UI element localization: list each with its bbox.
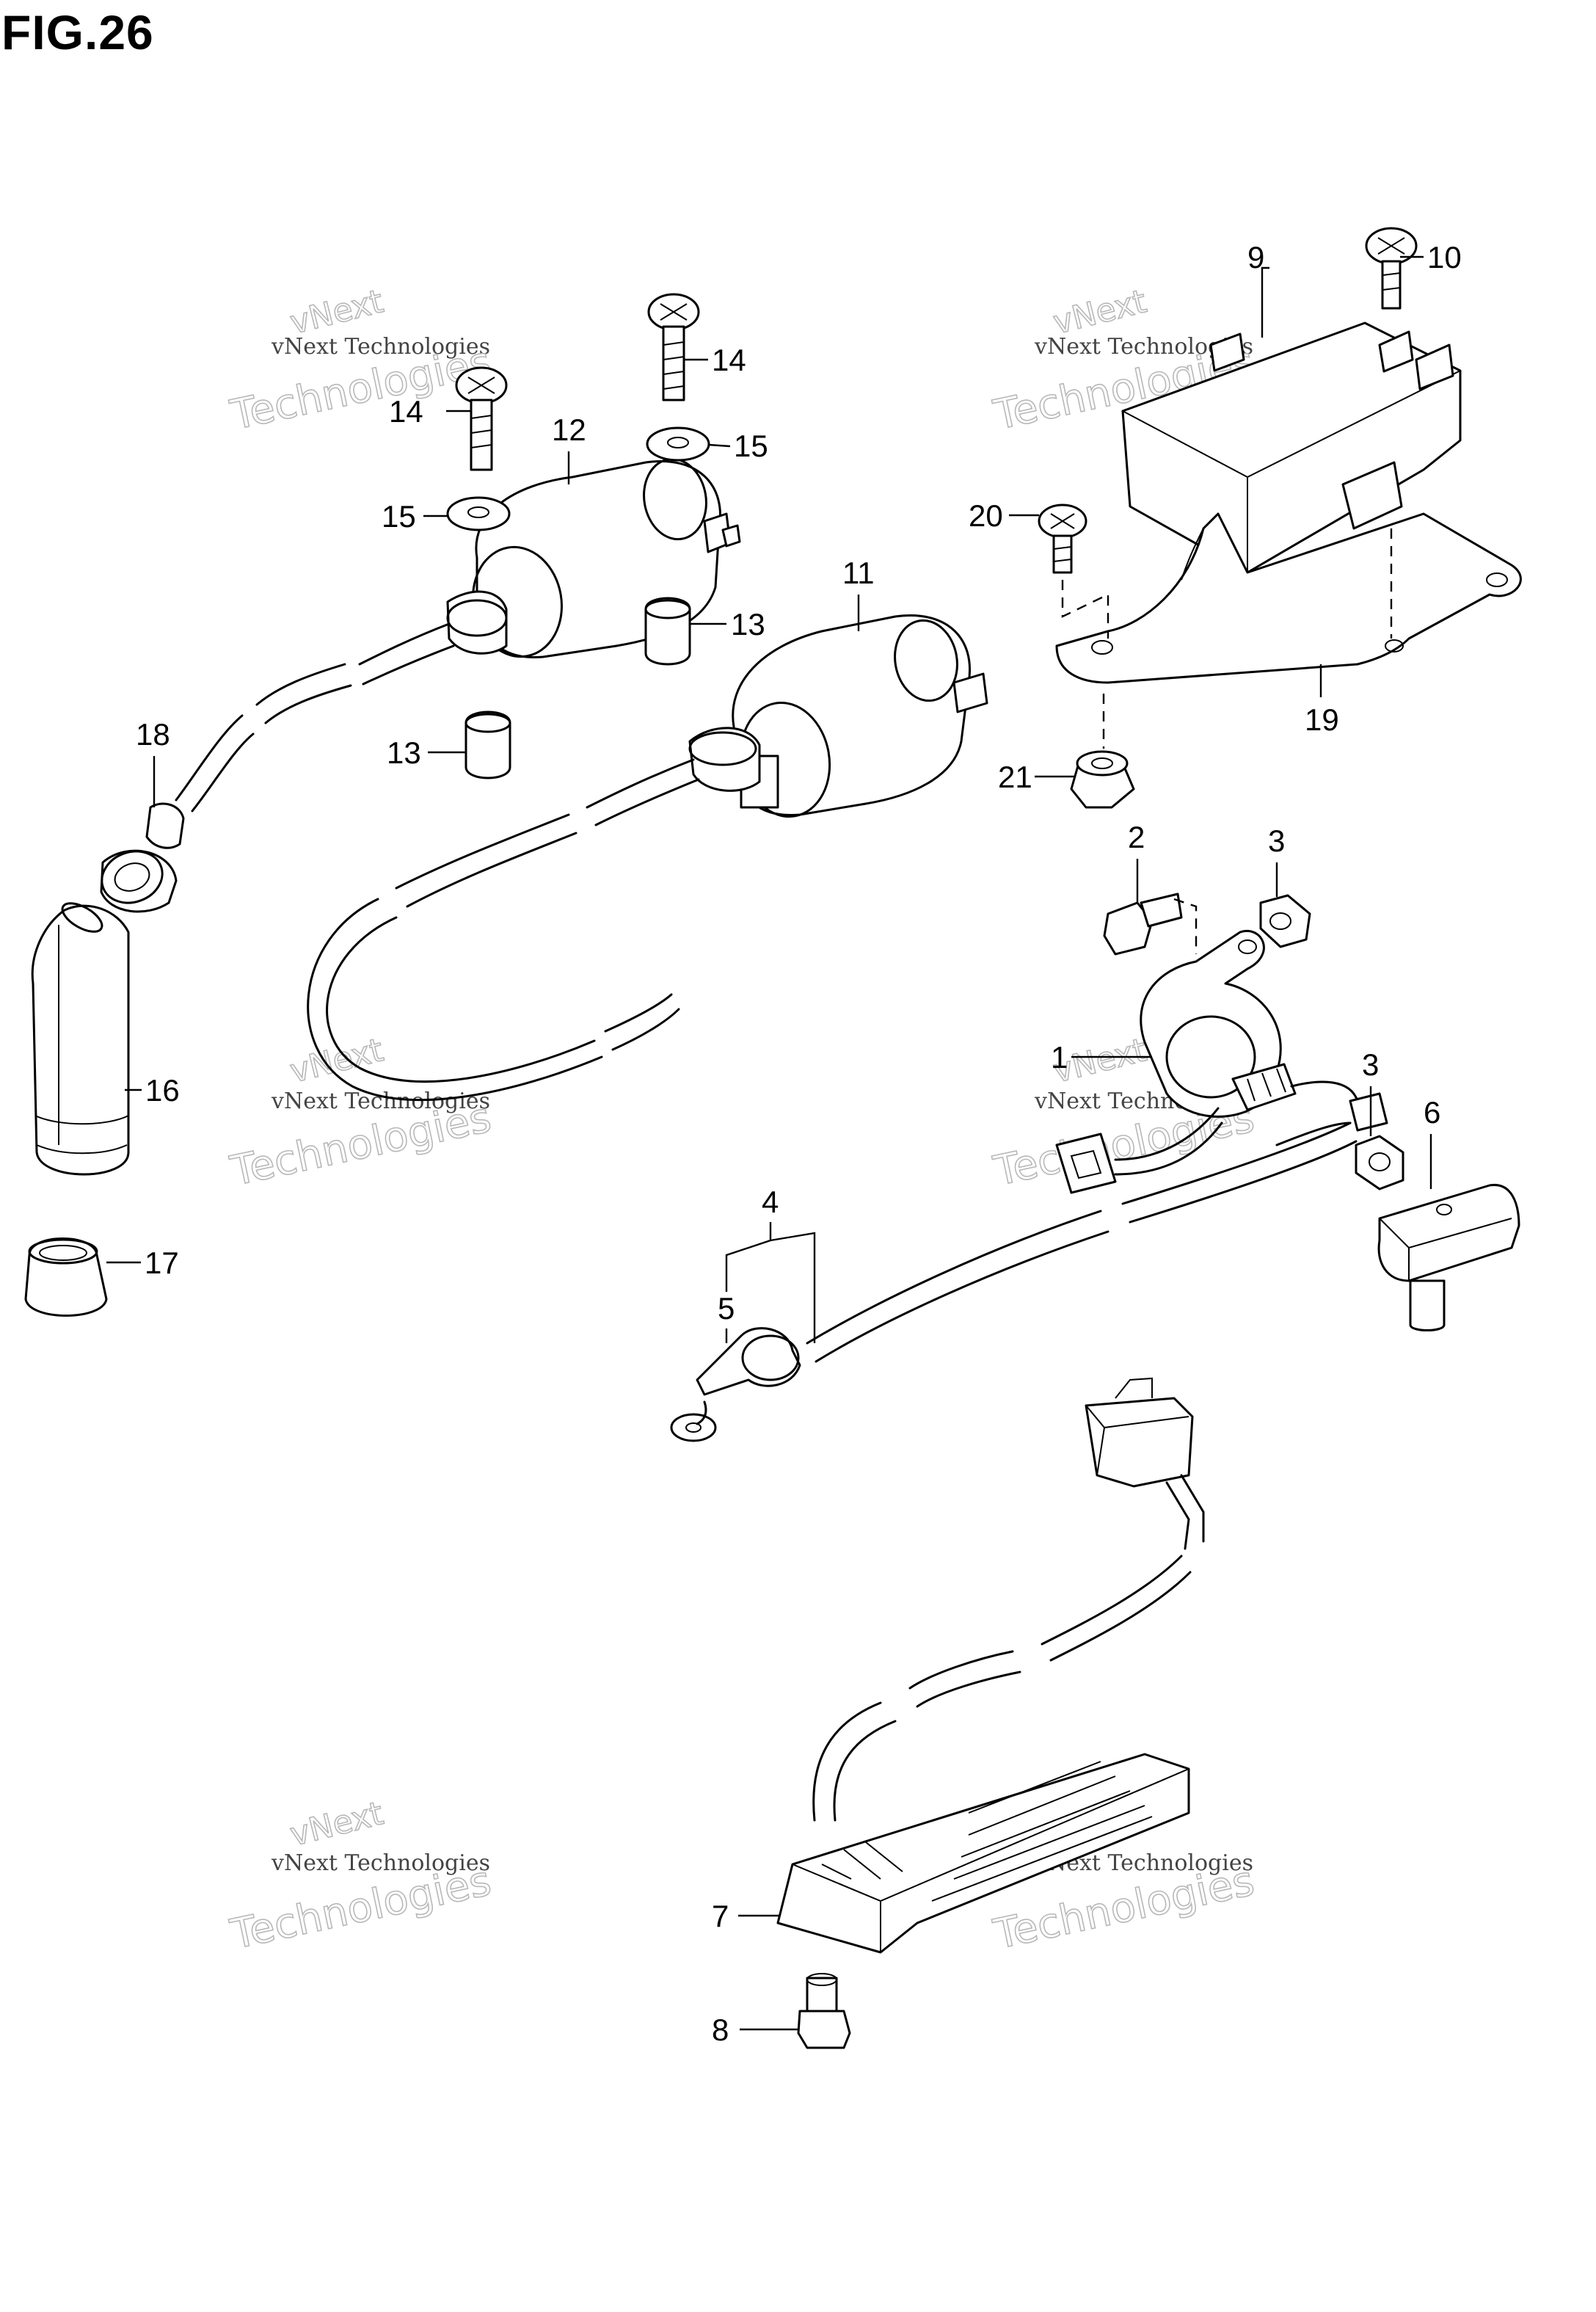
washer-part-15-left [446, 496, 511, 531]
leader-lines [106, 255, 1432, 2031]
callout-12: 12 [552, 412, 586, 447]
callout-13-upper: 13 [731, 607, 765, 641]
callout-20: 20 [969, 498, 1003, 533]
figure-title: FIG.26 [1, 5, 154, 59]
watermark-vnext: vNext [1049, 283, 1150, 342]
watermark-bottom-left: vNext vNext Technologies Technologies [226, 1794, 496, 1959]
cap-part-6 [1377, 1184, 1520, 1331]
callout-2: 2 [1128, 820, 1145, 854]
screw-part-20 [1038, 504, 1109, 639]
callout-16: 16 [145, 1073, 180, 1108]
screw-part-10 [1365, 227, 1418, 639]
bolt-part-8 [797, 1973, 851, 2049]
callout-1: 1 [1051, 1040, 1068, 1075]
bracket-part-19 [1055, 512, 1522, 684]
callout-18: 18 [136, 717, 170, 752]
collar-part-13-upper [644, 597, 691, 666]
watermark-vnext: vNext [286, 1795, 387, 1854]
callout-15-right: 15 [734, 429, 768, 463]
callout-5: 5 [718, 1291, 735, 1326]
callout-4: 4 [762, 1185, 779, 1219]
watermark-middle-left: vNext vNext Technologies Technologies [226, 1030, 496, 1196]
washer-part-15-right [646, 426, 710, 462]
watermark-small-text: vNext Technologies [271, 334, 490, 360]
starter-lead-part-4 [806, 1122, 1358, 1363]
callout-6: 6 [1424, 1095, 1440, 1130]
watermark-small-text: vNext Technologies [271, 1088, 490, 1114]
bolt-part-14-left [455, 366, 508, 471]
callout-labels: 9 10 14 14 12 15 15 11 13 13 18 19 20 21… [136, 240, 1462, 2047]
callout-8: 8 [712, 2013, 729, 2047]
plug-cap-part-16 [31, 902, 130, 1176]
nut-part-3-lower [1355, 1135, 1404, 1190]
callout-19: 19 [1305, 702, 1339, 737]
nut-part-3-upper [1259, 894, 1311, 948]
ignition-coil-part-11 [307, 614, 988, 1101]
collar-part-13-lower [464, 710, 511, 779]
callout-9: 9 [1247, 240, 1264, 275]
watermark-top-left: vNext vNext Technologies Technologies [226, 282, 496, 440]
regulator-part-7 [776, 1377, 1205, 1954]
igniter-part-9 [1121, 321, 1462, 574]
callout-14-left: 14 [389, 394, 423, 429]
watermark-vnext: vNext [286, 1031, 387, 1091]
bolt-part-14-right [647, 293, 700, 401]
callout-17: 17 [145, 1246, 179, 1280]
nut-part-21 [1070, 694, 1135, 809]
callout-13-lower: 13 [387, 735, 421, 770]
boot-part-18 [100, 802, 185, 913]
callout-3-lower: 3 [1362, 1047, 1379, 1082]
callout-3-upper: 3 [1268, 824, 1285, 858]
starter-relay-part-1 [1055, 930, 1388, 1194]
callout-11: 11 [842, 556, 875, 590]
callout-15-left: 15 [382, 499, 416, 534]
watermark-vnext: vNext [286, 283, 387, 342]
callout-10: 10 [1427, 240, 1462, 275]
cap-part-17 [24, 1237, 108, 1317]
watermark-small-text: vNext Technologies [271, 1850, 490, 1876]
callout-7: 7 [712, 1899, 729, 1933]
callout-21: 21 [998, 760, 1032, 794]
callout-14-right: 14 [712, 343, 746, 377]
bolt-part-2 [1103, 893, 1198, 956]
terminal-boot-part-5 [670, 1327, 801, 1442]
